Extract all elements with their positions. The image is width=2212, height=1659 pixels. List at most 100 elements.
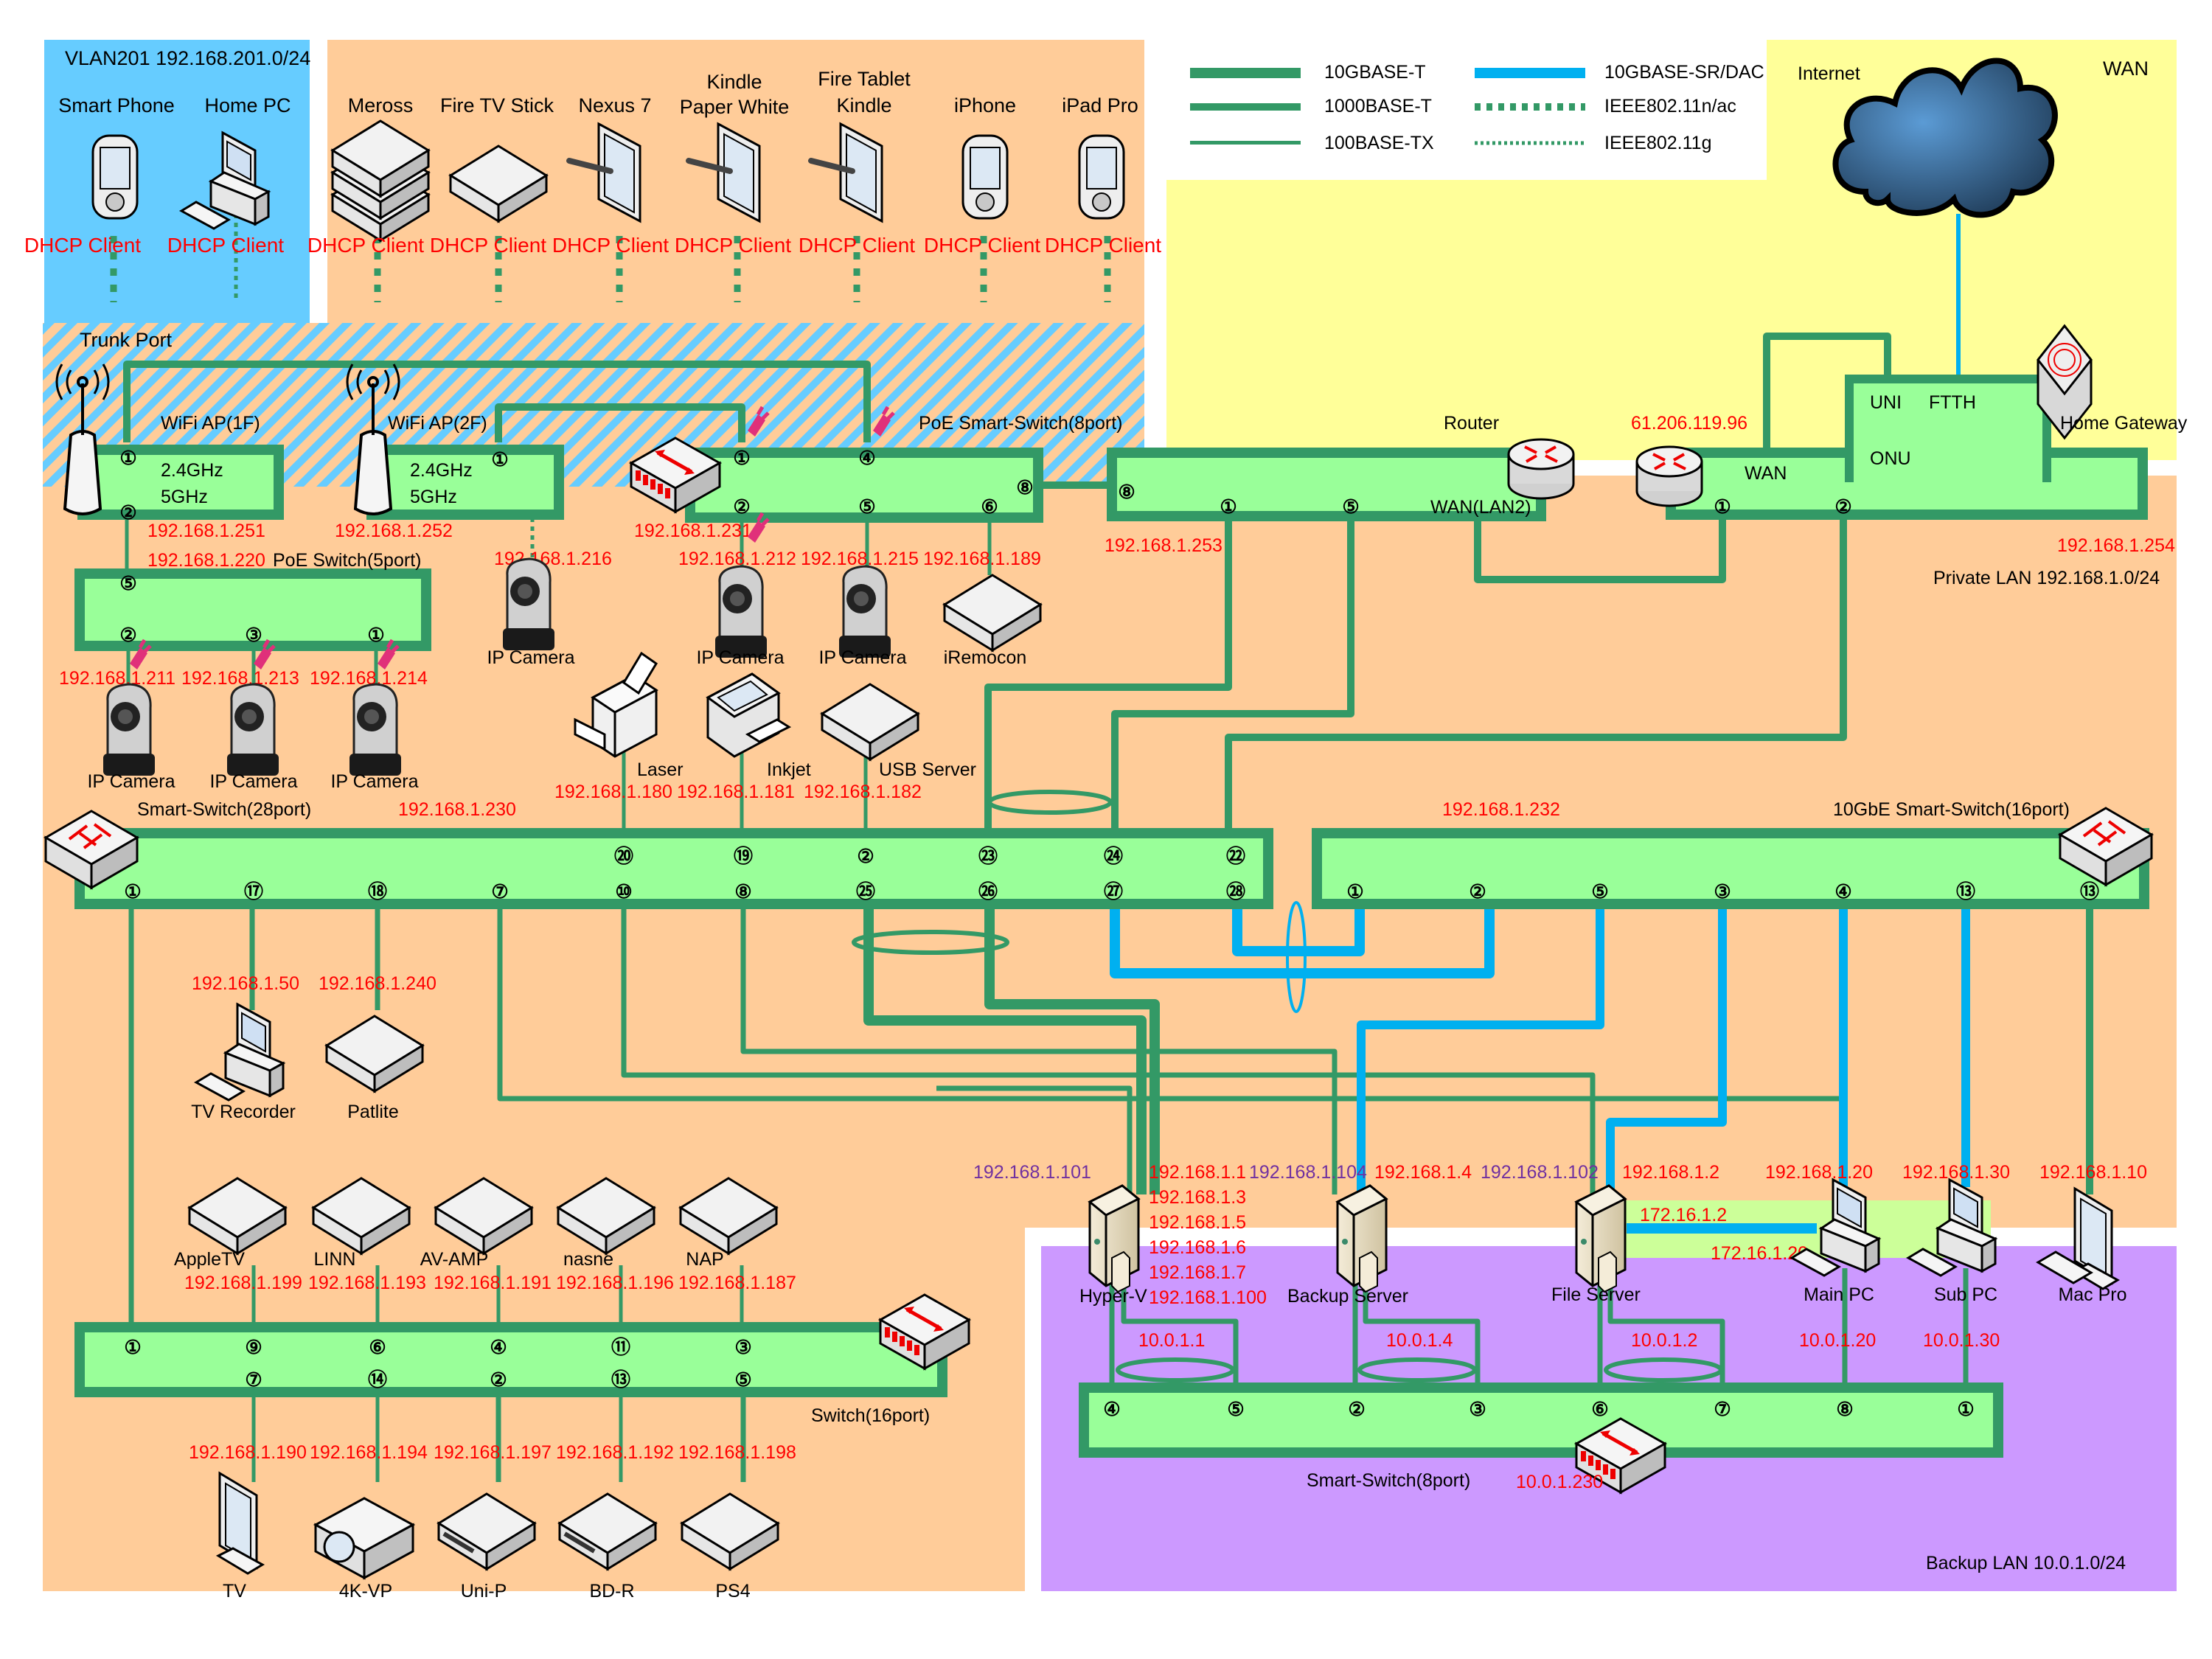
switch-port: ③ <box>1714 881 1731 903</box>
device-ip: 192.168.1.194 <box>310 1442 428 1463</box>
poe-switch-box <box>74 568 431 651</box>
legend-label: 1000BASE-T <box>1324 96 1432 116</box>
server-backup-ip: 10.0.1.2 <box>1631 1330 1697 1351</box>
switch-label: PoE Switch(5port) <box>273 550 421 571</box>
gateway-wan-label: WAN <box>1745 463 1787 484</box>
wifi-ap-port: ① <box>491 449 508 471</box>
wifi-ap-band: 5GHz <box>161 487 208 507</box>
switch-label: Switch(16port) <box>811 1405 930 1426</box>
switch-ip: 10.0.1.230 <box>1516 1472 1603 1492</box>
client-label: Kindle <box>706 71 762 93</box>
switch-port: ⑪ <box>611 1336 630 1359</box>
device-label: LINN <box>314 1249 356 1270</box>
device-label: Uni-P <box>461 1581 507 1601</box>
legend-label: 10GBASE-SR/DAC <box>1604 62 1764 83</box>
wifi-ip-camera: 192.168.1.216 IP Camera <box>487 549 611 668</box>
gateway-ip: 192.168.1.254 <box>2057 535 2175 556</box>
gateway-port: ① <box>1714 496 1731 518</box>
switch-port: ③ <box>734 1337 751 1359</box>
switch-port: ② <box>1348 1399 1365 1421</box>
device-label: iRemocon <box>944 647 1027 668</box>
switch-port: ⑭ <box>368 1368 387 1391</box>
device-label: TV <box>223 1581 246 1601</box>
ip-camera-icon <box>838 565 892 659</box>
router-label: Router <box>1444 413 1499 434</box>
switch-port: ④ <box>1834 881 1851 903</box>
legend-swatch-10gbase-t <box>1190 68 1301 78</box>
smart-switch-28port: Smart-Switch(28port) 192.168.1.230 ⑳ ⑲ ②… <box>44 652 1273 1122</box>
switch-port: ② <box>490 1369 507 1391</box>
switch-port: ④ <box>1103 1399 1120 1421</box>
ip-camera-icon <box>226 683 280 777</box>
device-ip: 192.168.1.50 <box>192 973 299 994</box>
ip-camera-icon <box>714 565 768 659</box>
client-label: iPad Pro <box>1062 94 1138 116</box>
server-ip: 192.168.1.2 <box>1622 1162 1719 1183</box>
wifi-ap-label: WiFi AP(1F) <box>161 413 260 434</box>
switch-port: ㉗ <box>1104 880 1123 903</box>
server-ip: 192.168.1.5 <box>1149 1212 1246 1233</box>
switch-box <box>74 1322 947 1397</box>
cable-sw28-backup <box>740 904 1338 1194</box>
link-aggregation-ring <box>1357 1357 1477 1382</box>
switch-port: ① <box>124 881 141 903</box>
client-label: Meross <box>348 94 414 116</box>
switch-port: ⑤ <box>858 496 875 518</box>
legend-label: IEEE802.11g <box>1604 133 1711 153</box>
server-mgmt-ip: 192.168.1.101 <box>973 1162 1091 1183</box>
wifi-ap-band: 2.4GHz <box>161 460 223 481</box>
switch-port: ⑦ <box>491 881 508 903</box>
switch-port: ⑬ <box>1956 880 1975 903</box>
switch-port: ⑦ <box>1714 1399 1731 1421</box>
server-ip: 192.168.1.7 <box>1149 1262 1246 1283</box>
client-ip: DHCP Client <box>167 234 284 257</box>
zone-label-trunk: Trunk Port <box>80 329 173 351</box>
switch-port: ㉔ <box>1104 845 1123 868</box>
switch-port: ⑤ <box>734 1369 751 1391</box>
device-label: NAP <box>686 1249 723 1270</box>
switch-port: ㉒ <box>1226 845 1245 868</box>
pc-main: 192.168.1.20 172.16.1.20 Main PC 10.0.1.… <box>1711 1162 1880 1351</box>
cable-hyperv-backup2 <box>1121 1283 1239 1404</box>
device-label: AV-AMP <box>420 1249 489 1270</box>
server-file: 192.168.1.102 192.168.1.2 172.16.1.2 Fil… <box>1481 1162 1727 1351</box>
switch-port: ② <box>733 496 750 518</box>
camera-label: IP Camera <box>330 771 418 792</box>
ip-camera-icon <box>348 683 403 777</box>
trunk-cable-ap1 <box>123 361 871 442</box>
legend-swatch-10gbase-sr-dac <box>1475 68 1585 78</box>
legend-label: 100BASE-TX <box>1324 133 1434 153</box>
switch-label: Smart-Switch(28port) <box>137 799 311 820</box>
client-label-line2: Paper White <box>680 96 790 118</box>
switch-label: Smart-Switch(8port) <box>1307 1470 1470 1491</box>
zone-label-private-lan: Private LAN 192.168.1.0/24 <box>1933 568 2160 588</box>
switch-port: ① <box>367 625 384 647</box>
wifi-ap-ip: 192.168.1.251 <box>147 521 265 541</box>
device-ip: 192.168.1.181 <box>677 782 795 802</box>
wifi-ap-2f: WiFi AP(2F) 2.4GHz 5GHz ① 192.168.1.252 <box>335 363 564 541</box>
server-label: File Server <box>1551 1284 1641 1305</box>
client-ip: DHCP Client <box>430 234 546 257</box>
home-gateway-onu-fill <box>1854 383 2042 509</box>
cable-router-sw28-24 <box>1111 516 1354 833</box>
device-label: Laser <box>637 759 684 780</box>
zone-private-lan <box>43 476 2177 1591</box>
wifi-ap-band: 5GHz <box>410 487 457 507</box>
gateway-wan-ip: 61.206.119.96 <box>1631 413 1747 434</box>
switch-port: ⑤ <box>119 573 136 595</box>
fiber-sw28-28 <box>1232 904 1365 956</box>
switch-port: ③ <box>1469 1399 1486 1421</box>
zone-label-vlan201: VLAN201 192.168.201.0/24 <box>65 47 310 69</box>
switch-port: ㉖ <box>978 880 998 903</box>
device-ip: 192.168.1.199 <box>184 1273 302 1293</box>
device-label: IP Camera <box>696 647 784 668</box>
device-label: AppleTV <box>174 1249 245 1270</box>
server-label: Hyper-V <box>1079 1286 1147 1307</box>
device-ip: 192.168.1.197 <box>434 1442 552 1463</box>
device-ip: 192.168.1.190 <box>189 1442 307 1463</box>
cables <box>110 214 2093 1482</box>
server-backup-ip: 10.0.1.1 <box>1138 1330 1205 1351</box>
trunk-cable-ap2 <box>495 403 745 442</box>
switch-port: ㉓ <box>978 845 998 868</box>
